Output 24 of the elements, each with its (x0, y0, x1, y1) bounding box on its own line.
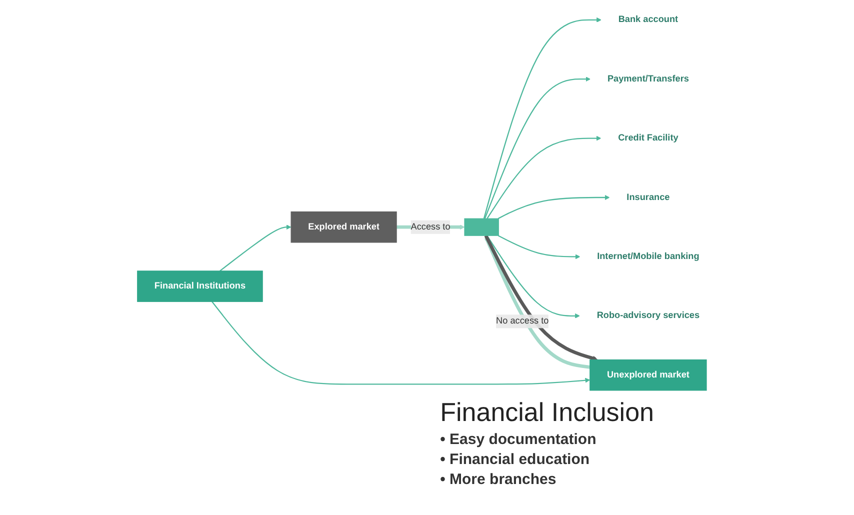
edge-label: No access to (496, 316, 549, 326)
node-box: Explored market (290, 211, 397, 243)
arrow (486, 136, 602, 219)
arrow (498, 195, 610, 220)
arrow (486, 235, 580, 318)
node-box: Financial Institutions (137, 270, 263, 302)
node-text: Payment/Transfers (607, 74, 689, 84)
arrow (212, 301, 590, 385)
arrow (220, 224, 292, 272)
arrow (484, 76, 591, 219)
arrow (483, 17, 602, 219)
bullet-item: • Easy documentation (440, 430, 598, 450)
node-text: Insurance (626, 192, 670, 202)
bullet-item: • More branches (440, 470, 558, 490)
node-text: Bank account (618, 14, 678, 24)
heading: Financial Inclusion (440, 397, 654, 428)
bullet-item: • Financial education (440, 450, 591, 470)
node-text: Robo-advisory services (596, 310, 700, 320)
node-text: Internet/Mobile banking (597, 252, 700, 262)
arrow (498, 235, 580, 260)
edge-label: Access to (410, 222, 450, 232)
node-bar (464, 218, 499, 236)
node-box: Unexplored market (590, 359, 707, 391)
node-text: Credit Facility (618, 133, 678, 143)
